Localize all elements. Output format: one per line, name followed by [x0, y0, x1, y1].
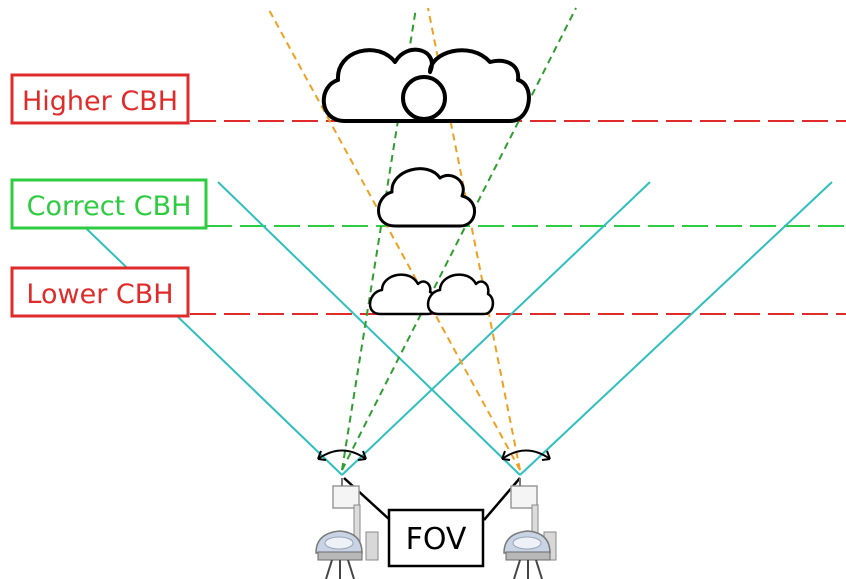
- fov-line-left-camera-right: [341, 181, 651, 476]
- cloud-higher-bump: [401, 75, 447, 121]
- orange-ray-2: [427, 7, 521, 471]
- cloud-higher: [321, 47, 531, 123]
- green-ray-2: [341, 7, 577, 471]
- orange-ray-1: [267, 7, 521, 471]
- higher-cbh-label: Higher CBH: [22, 86, 178, 117]
- fov-lines: [37, 181, 833, 476]
- fov-label: FOV: [406, 522, 467, 557]
- fov-arc-left: [317, 449, 367, 461]
- cloud-lower: [368, 273, 495, 316]
- fov-pointer-left: [343, 477, 391, 521]
- correct-cbh-label-box: Correct CBH: [10, 178, 208, 230]
- correct-cbh-label: Correct CBH: [27, 191, 192, 222]
- lower-cbh-label: Lower CBH: [26, 279, 173, 310]
- fov-line-left-camera-left: [37, 181, 343, 476]
- fov-pointer-right: [483, 477, 521, 521]
- camera-right: [503, 478, 557, 579]
- fov-arc-right: [501, 449, 551, 461]
- cloud-correct: [377, 167, 476, 228]
- orange-rays: [267, 7, 521, 471]
- fov-line-right-camera-left: [217, 181, 521, 476]
- fov-line-right-camera-right: [519, 181, 833, 476]
- fov-box: FOV: [387, 508, 485, 568]
- higher-cbh-label-box: Higher CBH: [10, 73, 190, 125]
- lower-cbh-label-box: Lower CBH: [10, 266, 190, 318]
- camera-left: [315, 478, 379, 579]
